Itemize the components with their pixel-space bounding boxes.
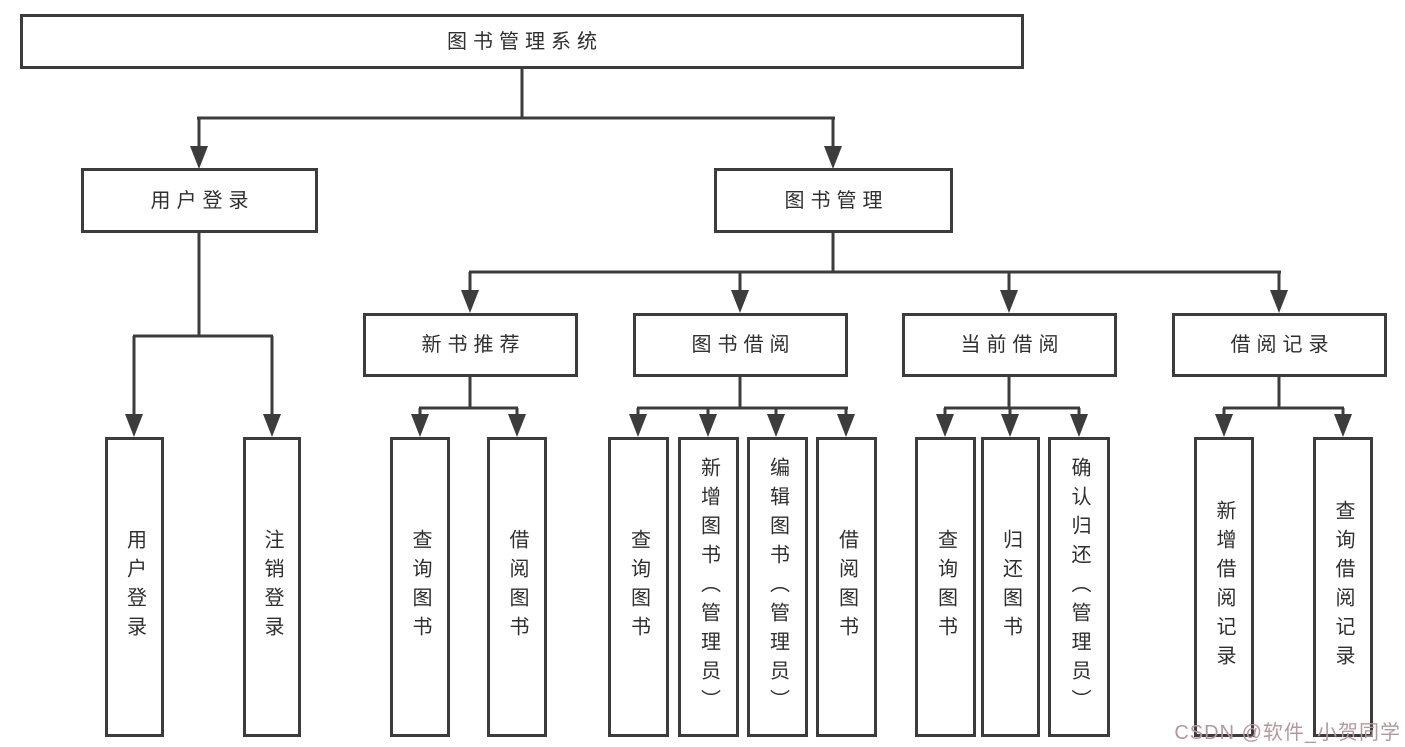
leaf-query-books-recommend: 查询图书 bbox=[390, 437, 450, 737]
node-borrowing-records: 借阅记录 bbox=[1172, 313, 1387, 377]
leaf-borrow-books: 借阅图书 bbox=[816, 437, 877, 737]
leaf-add-borrow-record: 新增借阅记录 bbox=[1194, 437, 1254, 737]
node-current-borrowing: 当前借阅 bbox=[902, 313, 1117, 377]
leaf-edit-books-admin: 编辑图书（管理员） bbox=[747, 437, 808, 737]
watermark: CSDN @软件_小贺同学 bbox=[1174, 722, 1401, 744]
leaf-query-borrow-record: 查询借阅记录 bbox=[1313, 437, 1373, 737]
leaf-query-books-current: 查询图书 bbox=[915, 437, 976, 737]
leaf-borrow-books-recommend: 借阅图书 bbox=[487, 437, 547, 737]
leaf-logout: 注销登录 bbox=[243, 437, 301, 737]
node-library-management-system: 图书管理系统 bbox=[20, 14, 1024, 69]
leaf-user-login: 用户登录 bbox=[105, 437, 164, 737]
node-book-management: 图书管理 bbox=[714, 168, 953, 233]
node-new-book-recommendation: 新书推荐 bbox=[363, 313, 578, 377]
leaf-confirm-return-admin: 确认归还（管理员） bbox=[1048, 437, 1110, 737]
node-user-login: 用户登录 bbox=[81, 168, 318, 233]
leaf-return-books: 归还图书 bbox=[981, 437, 1040, 737]
leaf-query-books-borrowing: 查询图书 bbox=[608, 437, 669, 737]
node-book-borrowing: 图书借阅 bbox=[633, 313, 848, 377]
leaf-add-books-admin: 新增图书（管理员） bbox=[678, 437, 739, 737]
